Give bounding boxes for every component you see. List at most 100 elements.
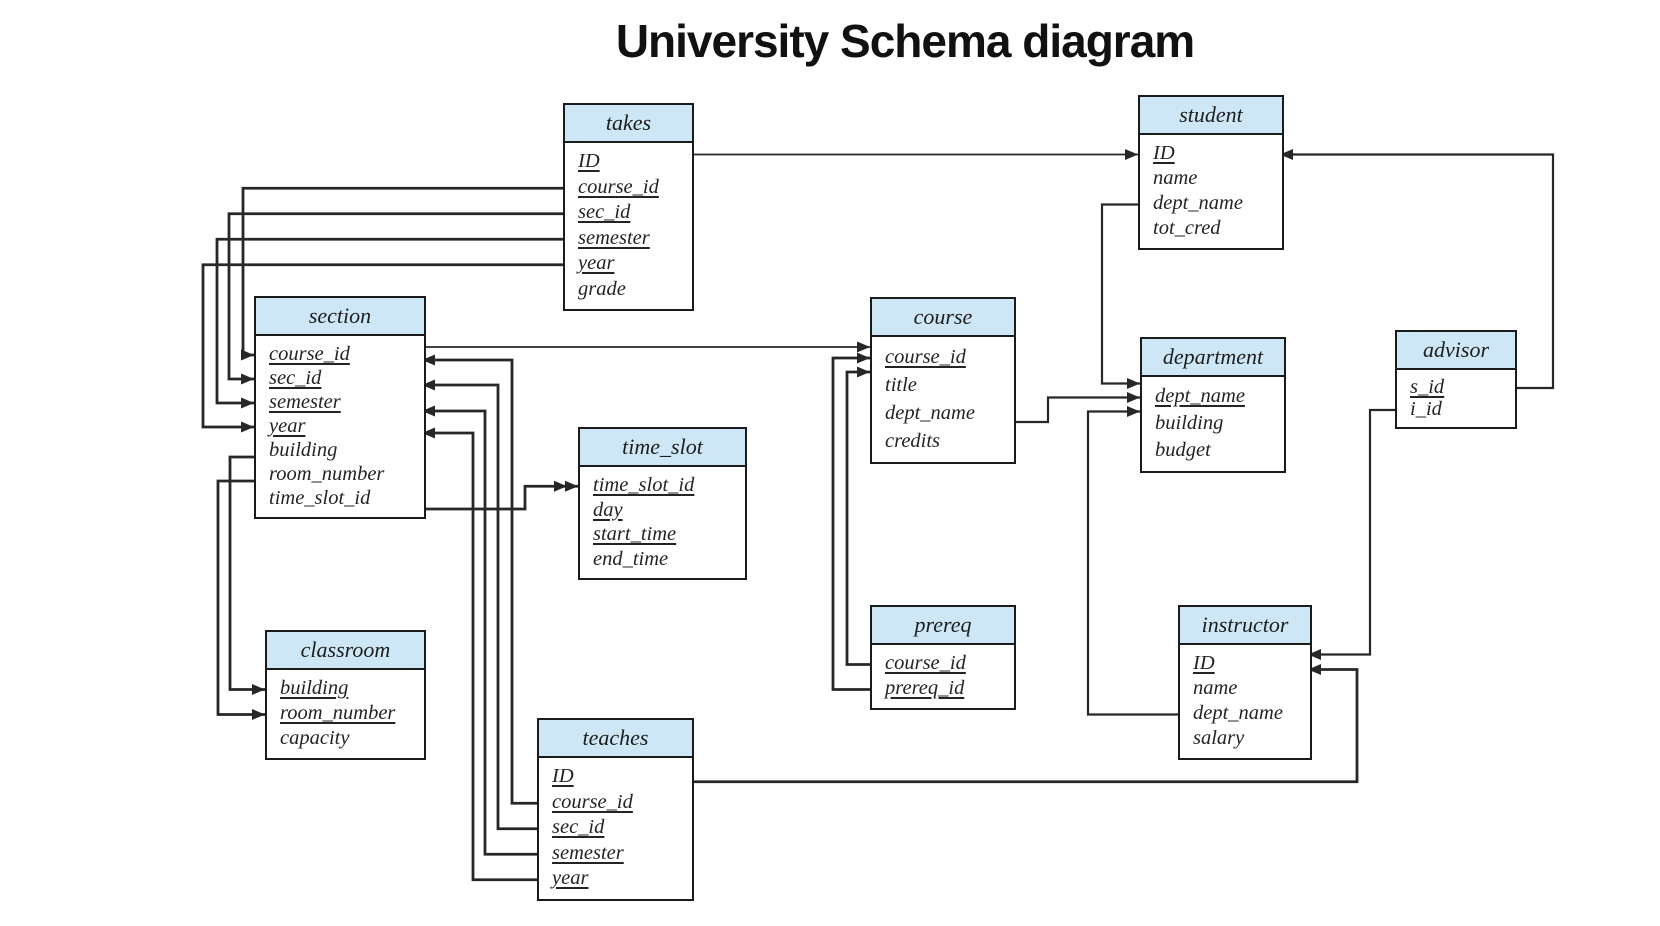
field-section-time_slot_id: time_slot_id	[269, 487, 371, 509]
field-section-room_number: room_number	[269, 463, 385, 485]
field-classroom-room_number: room_number	[280, 702, 396, 724]
arrowhead-icon	[252, 684, 265, 695]
field-department-budget: budget	[1155, 439, 1211, 461]
arrowhead-icon	[252, 709, 265, 720]
connection-advisor.s_id-to-student.ID	[1280, 149, 1555, 390]
field-classroom-building: building	[280, 677, 349, 699]
field-takes-semester: semester	[578, 226, 650, 249]
arrowhead-icon	[241, 397, 254, 409]
arrowhead-icon	[422, 405, 435, 417]
table-prereq-header: prereq	[872, 607, 1014, 645]
connection-teaches.semester-to-section.semester	[422, 405, 537, 856]
table-takes-fields: ID course_id sec_id semester year grade	[565, 143, 692, 309]
connection-advisor.i_id-to-instructor.ID	[1308, 408, 1395, 660]
arrowhead-icon	[857, 366, 870, 378]
field-prereq-prereq_id: prereq_id	[885, 677, 965, 699]
connection-course.dept_name-to-department.dept_name	[1012, 392, 1140, 424]
field-takes-ID: ID	[578, 150, 600, 172]
connection-prereq.prereq_id-to-course.course_id	[831, 352, 870, 691]
field-student-tot_cred: tot_cred	[1153, 217, 1221, 239]
field-section-building: building	[269, 439, 338, 461]
arrowhead-icon	[1125, 149, 1138, 160]
field-teaches-semester: semester	[552, 841, 624, 864]
table-advisor-header: advisor	[1397, 332, 1515, 370]
field-takes-year: year	[578, 252, 615, 274]
field-takes-course_id: course_id	[578, 175, 659, 198]
arrowhead-icon	[422, 379, 435, 391]
field-teaches-ID: ID	[552, 765, 574, 787]
arrowhead-icon	[565, 480, 578, 492]
connection-instructor.dept_name-to-department.dept_name	[1086, 406, 1178, 716]
table-department-header: department	[1142, 339, 1284, 377]
connection-section.room_number-to-classroom.room_number	[216, 479, 265, 720]
arrowhead-icon	[1127, 378, 1140, 389]
field-course-credits: credits	[885, 430, 941, 452]
field-course-title: title	[885, 374, 917, 396]
arrowhead-icon	[857, 352, 870, 364]
arrowhead-icon	[1308, 649, 1321, 660]
field-department-building: building	[1155, 412, 1224, 434]
field-teaches-sec_id: sec_id	[552, 816, 605, 838]
table-instructor-header: instructor	[1180, 607, 1310, 645]
arrowhead-icon	[422, 354, 435, 366]
table-takes-header: takes	[565, 105, 692, 143]
table-department: department dept_name building budget	[1140, 337, 1286, 473]
connection-teaches.year-to-section.year	[422, 427, 537, 882]
field-instructor-salary: salary	[1193, 727, 1245, 749]
field-student-name: name	[1153, 167, 1198, 189]
field-takes-sec_id: sec_id	[578, 201, 631, 223]
field-takes-grade: grade	[578, 277, 626, 300]
field-course-course_id: course_id	[885, 346, 966, 368]
connection-section.course_id-to-course.course_id	[422, 341, 870, 353]
connection-section.time_slot_id-to-time_slot.time_slot_id	[422, 480, 578, 511]
field-prereq-course_id: course_id	[885, 652, 966, 674]
connection-teaches.sec_id-to-section.sec_id	[422, 379, 537, 831]
field-section-year: year	[269, 415, 306, 437]
connection-student.dept_name-to-department.dept_name	[1100, 203, 1140, 389]
table-prereq: prereq course_id prereq_id	[870, 605, 1016, 710]
diagram-title: University Schema diagram	[615, 15, 1195, 67]
field-advisor-i_id: i_id	[1410, 398, 1442, 420]
connection-prereq.course_id-to-course.course_id	[845, 366, 870, 666]
field-time_slot-end_time: end_time	[593, 547, 669, 570]
arrowhead-icon	[1127, 392, 1140, 403]
field-teaches-year: year	[552, 867, 589, 889]
connection-takes.year-to-section.year	[201, 263, 563, 433]
arrowhead-icon	[1127, 406, 1140, 417]
table-classroom-header: classroom	[267, 632, 424, 670]
connection-section.building-to-classroom.building	[228, 455, 265, 695]
connection-teaches.ID-to-instructor.ID	[690, 664, 1359, 784]
table-section-header: section	[256, 298, 424, 336]
field-section-course_id: course_id	[269, 343, 350, 365]
arrowhead-icon	[857, 341, 870, 353]
table-student-header: student	[1140, 97, 1282, 135]
connection-takes.sec_id-to-section.sec_id	[227, 212, 563, 385]
arrowhead-icon	[241, 421, 254, 433]
field-department-dept_name: dept_name	[1155, 385, 1245, 407]
field-student-ID: ID	[1153, 142, 1175, 164]
table-prereq-fields: course_id prereq_id	[872, 645, 1014, 708]
arrowhead-icon	[554, 480, 567, 492]
connection-takes.ID-to-student.ID	[690, 149, 1138, 160]
table-teaches-header: teaches	[539, 720, 692, 758]
connection-takes.course_id-to-section.course_id	[241, 186, 563, 361]
table-department-fields: dept_name building budget	[1142, 377, 1284, 471]
